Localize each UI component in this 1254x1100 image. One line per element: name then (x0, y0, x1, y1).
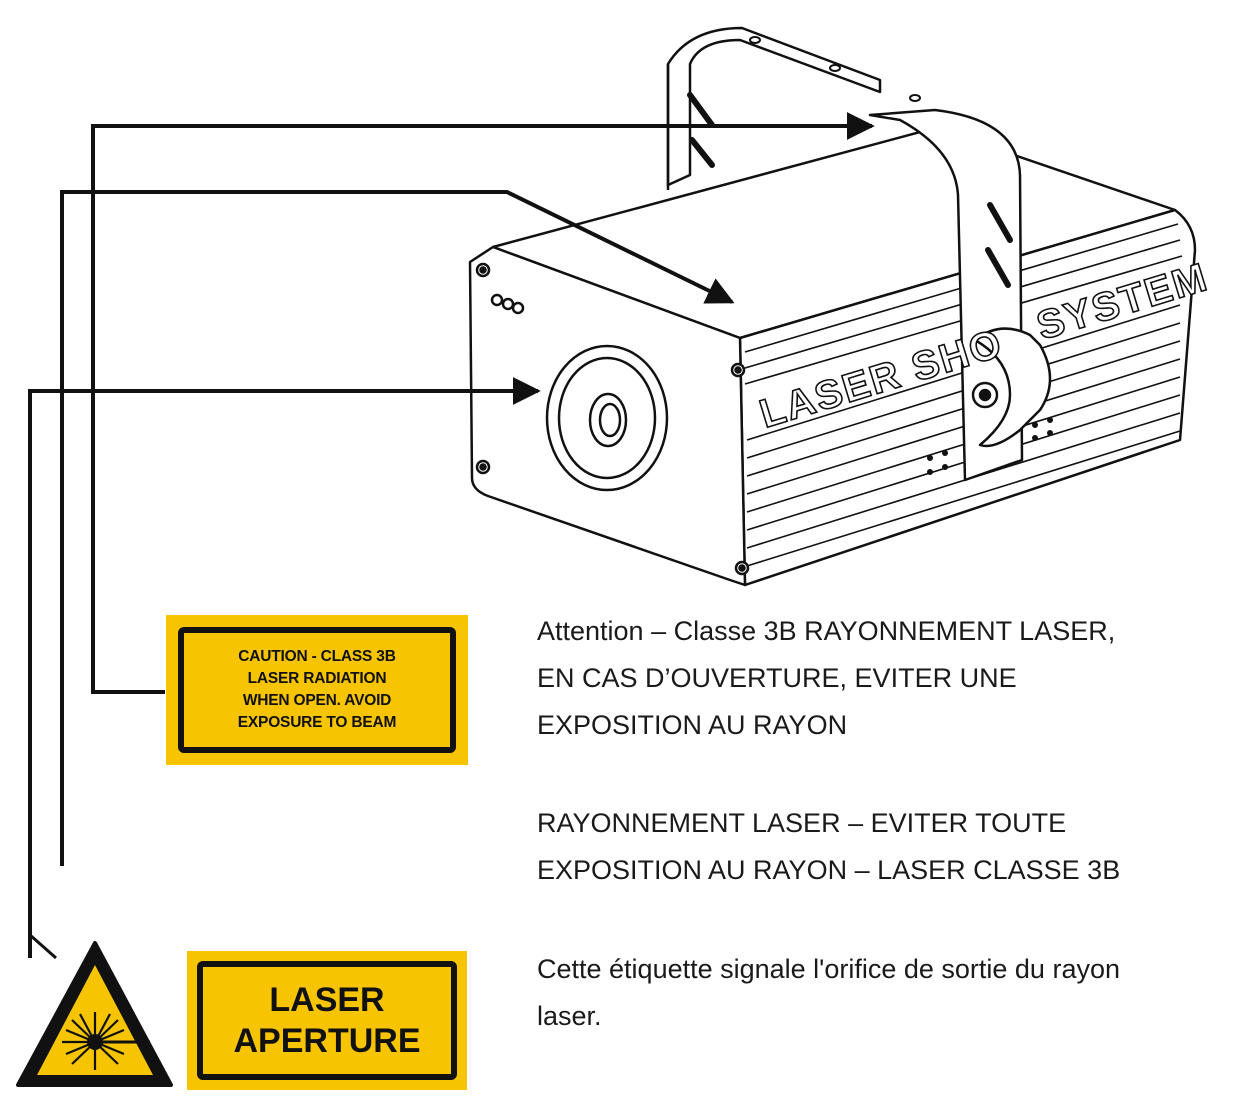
aperture-label-text: LASER APERTURE (233, 980, 421, 1060)
laser-warning-triangle-icon (16, 941, 173, 1087)
bracket-back (666, 26, 882, 187)
aperture-label: LASER APERTURE (187, 951, 467, 1090)
laser-projector-drawing (468, 26, 1197, 587)
caution-label: CAUTION - CLASS 3B LASER RADIATION WHEN … (166, 615, 468, 765)
caution-description: Attention – Classe 3B RAYONNEMENT LASER,… (537, 608, 1115, 749)
bracket-slots (687, 36, 1013, 288)
tilt-knob (973, 327, 1052, 448)
caution-description-line: EXPOSITION AU RAYON (537, 710, 848, 740)
aperture-description-line: Cette étiquette signale l'orifice de sor… (537, 954, 1120, 984)
arrow-aperture-to-lens (28, 377, 541, 958)
warning-description-line: RAYONNEMENT LASER – EVITER TOUTE (537, 808, 1067, 838)
warning-description-line: EXPOSITION AU RAYON – LASER CLASSE 3B (537, 855, 1121, 885)
aperture-label-border: LASER APERTURE (197, 961, 457, 1080)
aperture-description-line: laser. (537, 1001, 602, 1031)
arrow-warning-to-body (60, 190, 735, 866)
caution-description-line: Attention – Classe 3B RAYONNEMENT LASER, (537, 616, 1116, 646)
warning-description: RAYONNEMENT LASER – EVITER TOUTE EXPOSIT… (537, 800, 1120, 894)
caution-label-text: CAUTION - CLASS 3B LASER RADIATION WHEN … (237, 648, 397, 731)
leader-lines (28, 112, 875, 960)
arrow-caution-to-housing (91, 112, 875, 694)
caution-description-line: EN CAS D’OUVERTURE, EVITER UNE (537, 663, 1017, 693)
aperture-description: Cette étiquette signale l'orifice de sor… (537, 946, 1120, 1040)
caution-label-border: CAUTION - CLASS 3B LASER RADIATION WHEN … (178, 627, 456, 753)
